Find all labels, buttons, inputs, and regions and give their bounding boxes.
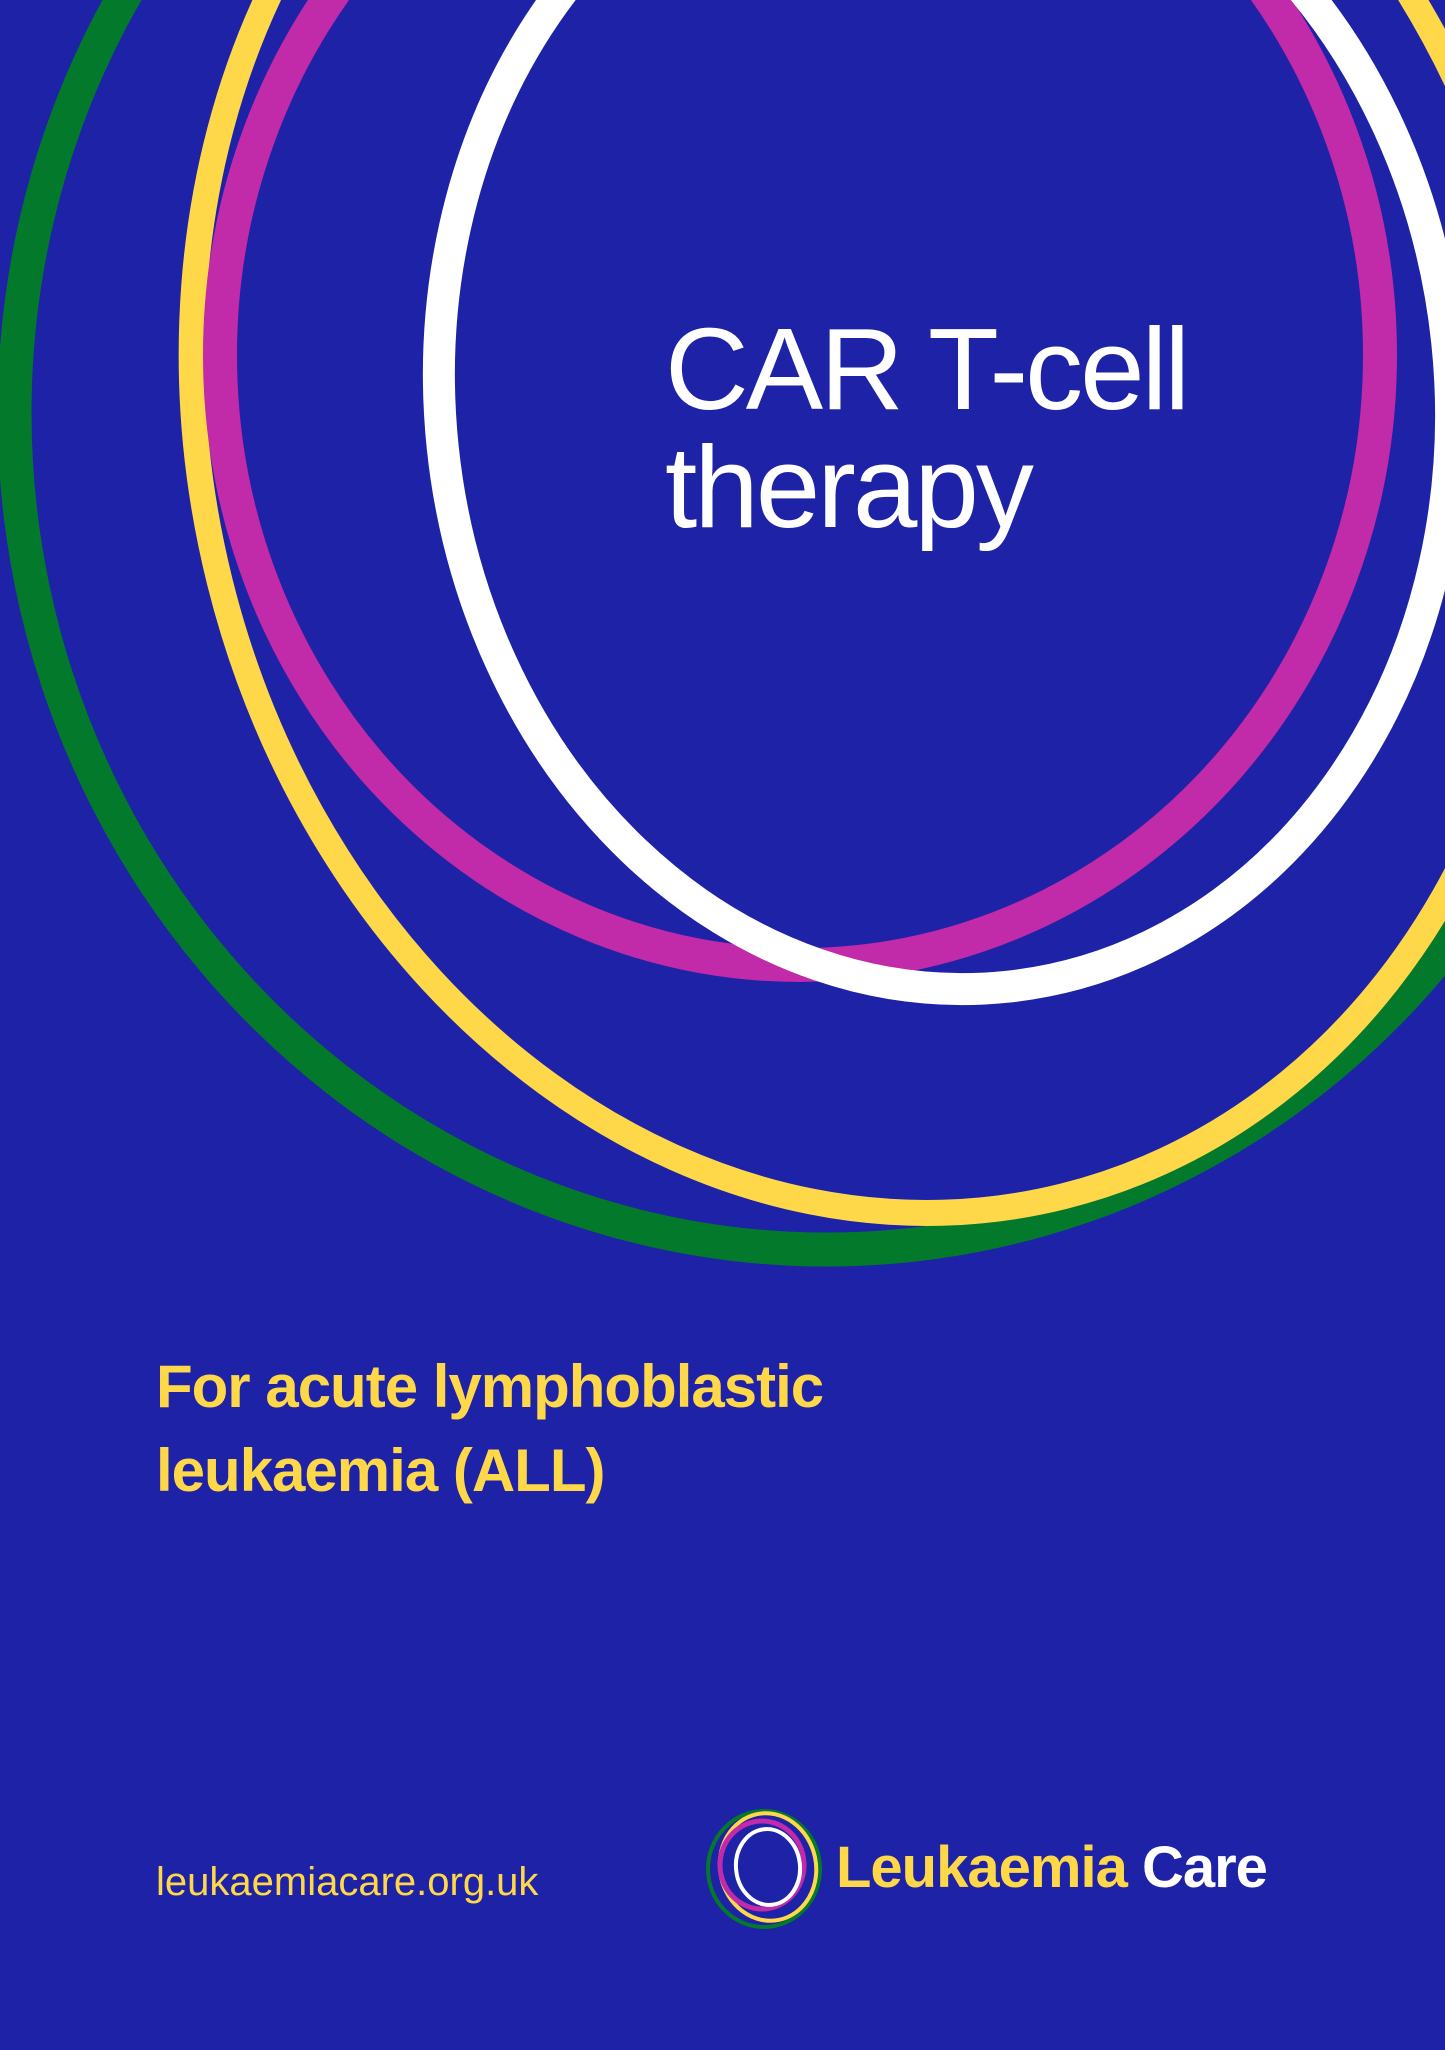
yellow-ring (178, 0, 1445, 1226)
page-subtitle: For acute lymphoblastic leukaemia (ALL) (156, 1345, 824, 1513)
page-title: CAR T-cell therapy (665, 304, 1190, 552)
title-line-2: therapy (665, 422, 1034, 552)
logo-word-care: Care (1141, 1835, 1268, 1900)
green-ring (0, 0, 1445, 1267)
title-line-1: CAR T-cell (665, 304, 1190, 434)
white-ring (422, 0, 1445, 1006)
logo-wordmark: Leukaemia Care (836, 1835, 1268, 1901)
interlocking-rings-icon (706, 1809, 822, 1929)
subtitle-line-2: leukaemia (ALL) (156, 1437, 605, 1504)
leukaemia-care-logo: Leukaemia Care (702, 1805, 1322, 1935)
website-link[interactable]: leukaemiacare.org.uk (156, 1860, 539, 1904)
subtitle-line-1: For acute lymphoblastic (156, 1353, 824, 1420)
logo-word-leukaemia: Leukaemia (836, 1835, 1128, 1900)
